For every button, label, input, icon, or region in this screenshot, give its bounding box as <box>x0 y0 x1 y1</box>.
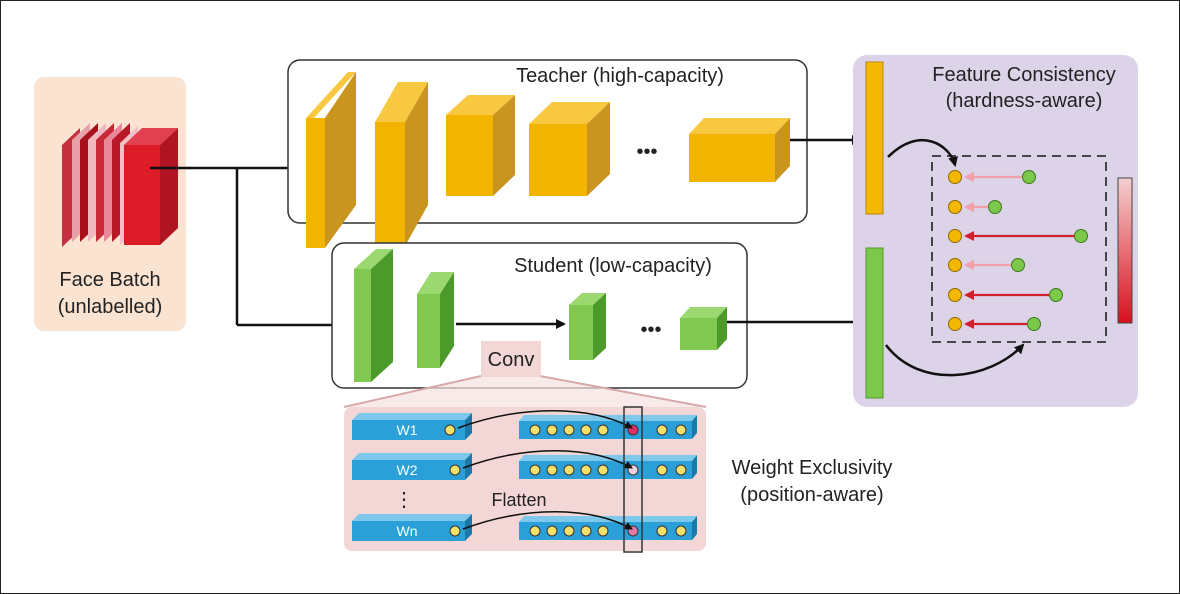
teacher-layer-1 <box>306 72 356 248</box>
student-ellipsis: ••• <box>640 319 661 341</box>
face-batch-sublabel: (unlabelled) <box>58 296 163 318</box>
input-connectors <box>150 163 348 330</box>
flat-dot <box>656 424 668 436</box>
teacher-feature-vector <box>865 61 884 215</box>
conv-label-box <box>481 341 541 377</box>
student-network: Student (low-capacity) ••• <box>331 242 748 389</box>
flat-dot <box>546 464 558 476</box>
student-layer-final <box>680 307 727 350</box>
weight-label-wn: Wn <box>397 523 418 539</box>
feature-consistency-subtitle: (hardness-aware) <box>946 90 1103 112</box>
teacher-feature-point <box>948 317 962 331</box>
student-to-pairs-arrow <box>885 343 1025 377</box>
weight-row-w1: W1 <box>352 413 472 440</box>
flat-dot <box>597 424 609 436</box>
weight-row-wn: Wn <box>352 514 472 541</box>
weight-bar-w2 <box>352 460 465 480</box>
weight-exclusivity-subtitle: (position-aware) <box>740 484 883 506</box>
flat-dot <box>656 525 668 537</box>
student-feature-point <box>1022 170 1036 184</box>
flat-dot <box>563 424 575 436</box>
mapping-arrow-w1 <box>457 410 633 429</box>
flat-dot <box>546 424 558 436</box>
flat-dot <box>529 424 541 436</box>
teacher-layer-4 <box>529 102 610 196</box>
face-batch-panel: Face Batch (unlabelled) <box>34 77 186 331</box>
flat-dot <box>580 525 592 537</box>
teacher-title: Teacher (high-capacity) <box>516 65 724 87</box>
teacher-feature-point <box>948 170 962 184</box>
student-layer-2 <box>417 272 454 368</box>
student-feature-point <box>1011 258 1025 272</box>
weight-bar-w1 <box>352 420 465 440</box>
student-feature-point <box>988 200 1002 214</box>
student-layer-1 <box>354 249 393 382</box>
student-title: Student (low-capacity) <box>514 255 712 277</box>
flat-dot <box>529 525 541 537</box>
flatten-label: Flatten <box>491 490 546 510</box>
teacher-feature-point <box>948 200 962 214</box>
student-feature-point <box>1049 288 1063 302</box>
flat-dot <box>580 424 592 436</box>
teacher-layer-3 <box>446 95 515 196</box>
flat-dot <box>563 464 575 476</box>
flat-dot <box>597 525 609 537</box>
teacher-layer-2 <box>375 82 428 246</box>
student-layer-3 <box>569 293 606 360</box>
feature-consistency-title: Feature Consistency <box>932 64 1115 86</box>
teacher-feature-point <box>948 229 962 243</box>
weights-panel: W1 W2 ⋮ Wn Flatten <box>344 406 706 553</box>
teacher-feature-point <box>948 288 962 302</box>
mapping-arrow-wn <box>462 511 633 530</box>
face-batch-label: Face Batch <box>59 269 160 291</box>
flat-dot <box>529 464 541 476</box>
weight-label-w1: W1 <box>397 422 418 438</box>
teacher-ellipsis: ••• <box>636 141 657 163</box>
face-batch-stack <box>62 123 178 247</box>
weight-label-w2: W2 <box>397 462 418 478</box>
flat-dot <box>675 464 687 476</box>
weight-bar-wn <box>352 521 465 541</box>
flat-dot <box>656 464 668 476</box>
mapping-arrow-w2 <box>462 450 633 469</box>
weight-exclusivity-title: Weight Exclusivity <box>732 457 893 479</box>
teacher-to-pairs-arrow <box>887 138 958 167</box>
feature-consistency-panel: Feature Consistency (hardness-aware) <box>853 55 1138 407</box>
position-selector <box>623 406 643 553</box>
flat-dot <box>597 464 609 476</box>
conv-callout: Conv <box>343 341 707 408</box>
feature-pairs <box>948 170 1088 331</box>
teacher-network: Teacher (high-capacity) ••• <box>287 59 808 248</box>
hardness-color-bar <box>1117 177 1133 324</box>
flat-dot <box>546 525 558 537</box>
conv-label: Conv <box>488 349 535 371</box>
weight-row-w2: W2 <box>352 453 472 480</box>
student-feature-point <box>1027 317 1041 331</box>
teacher-feature-point <box>948 258 962 272</box>
flat-dot <box>563 525 575 537</box>
student-feature-point <box>1074 229 1088 243</box>
student-feature-vector <box>865 247 884 399</box>
flat-dot <box>580 464 592 476</box>
weight-vdots: ⋮ <box>394 489 414 511</box>
teacher-layer-final <box>689 118 790 182</box>
flat-dot <box>675 424 687 436</box>
flat-dot <box>675 525 687 537</box>
flat-vector-dots <box>529 424 687 537</box>
